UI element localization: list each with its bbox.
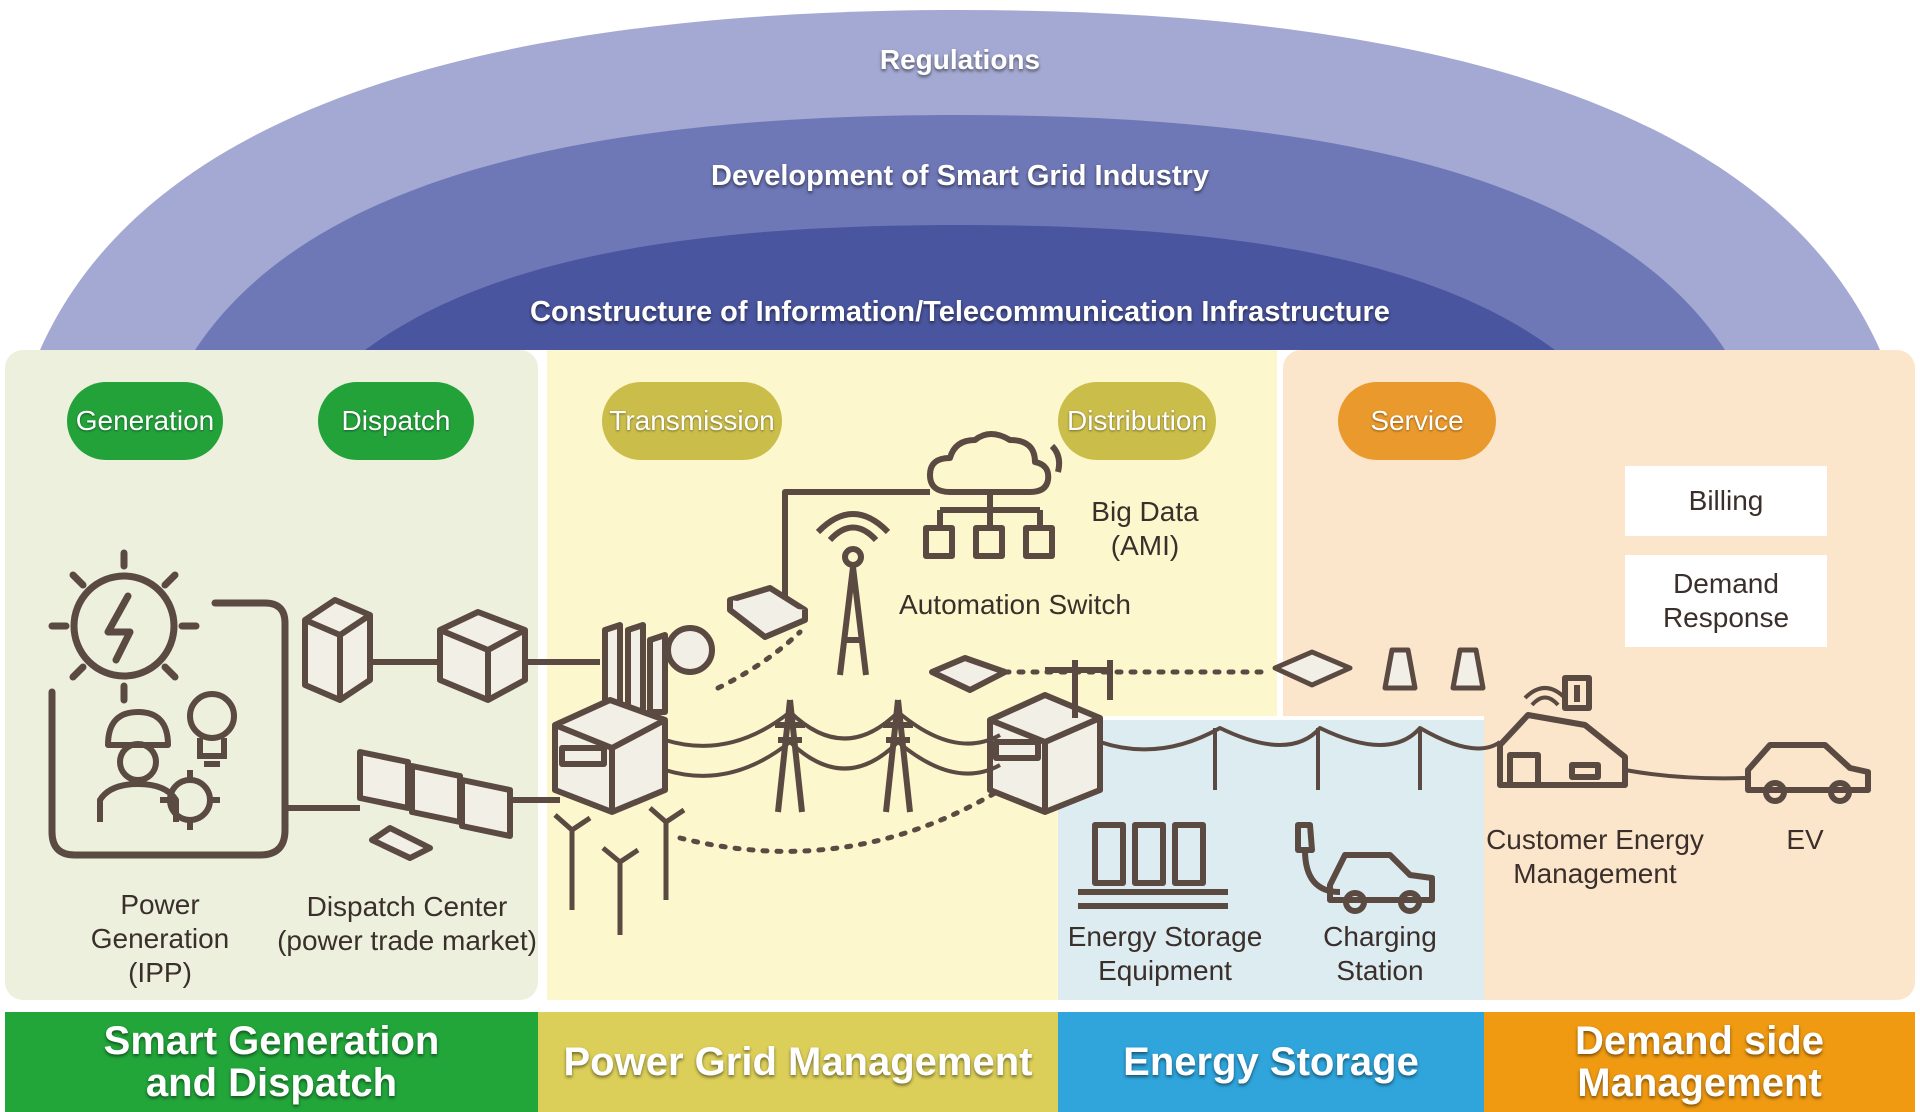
pill-service: Service <box>1338 382 1496 460</box>
band-storage-bg <box>1058 1012 1484 1112</box>
label-automation-switch: Automation Switch <box>899 589 1131 620</box>
band-energy-storage: Energy Storage <box>1123 1040 1419 1084</box>
band-generation-bg <box>5 1012 538 1112</box>
antenna-tower-icon <box>815 511 891 676</box>
panel-storage <box>1058 718 1484 1000</box>
automation-switch-device-icon <box>727 585 1008 693</box>
dispatch-monitors-icon <box>285 749 560 861</box>
label-power-generation: Power Generation (IPP) <box>90 889 230 988</box>
band-grid-bg <box>538 1012 1058 1112</box>
ev-car-icon <box>1624 742 1871 804</box>
dotted-links <box>677 629 1273 854</box>
wind-turbines-icon <box>553 806 686 935</box>
band-power-grid: Power Grid Management <box>563 1040 1033 1084</box>
charging-car-icon <box>1295 822 1435 914</box>
transmission-towers-icon <box>664 699 1502 813</box>
substation-left-icon <box>552 622 715 815</box>
label-big-data: Big Data (AMI) <box>1091 496 1199 561</box>
label-ev: EV <box>1786 824 1824 855</box>
label-charging-station: Charging Station <box>1323 921 1437 986</box>
pill-generation: Generation <box>67 382 223 460</box>
band-demand-bg <box>1484 1012 1915 1112</box>
label-customer-energy-management: Customer Energy Management <box>1486 824 1704 889</box>
demand-antennas-icon <box>1272 647 1486 691</box>
power-generation-icon <box>48 549 289 859</box>
cloud-icon <box>782 431 1063 600</box>
card-demand-response: Demand Response <box>1625 555 1827 647</box>
pill-dispatch: Dispatch <box>318 382 474 460</box>
arc-label-regulations: Regulations <box>879 44 1041 75</box>
pill-distribution: Distribution <box>1058 382 1216 460</box>
pill-transmission: Transmission <box>602 382 782 460</box>
band-smart-generation: Smart Generation and Dispatch <box>103 1019 440 1105</box>
energy-storage-icon <box>1078 822 1228 909</box>
engineer-icon <box>97 709 220 830</box>
card-billing: Billing <box>1625 466 1827 536</box>
label-energy-storage-equipment: Energy Storage Equipment <box>1067 921 1263 986</box>
band-demand-side: Demand side Management <box>1575 1019 1824 1105</box>
label-dispatch-center: Dispatch Center (power trade market) <box>277 891 537 956</box>
house-icon <box>1497 675 1628 788</box>
arc-label-infrastructure: Constructure of Information/Telecommunic… <box>530 296 1390 328</box>
lightbulb-icon <box>187 691 237 767</box>
dispatch-server-icons <box>302 597 600 703</box>
arc-label-industry: Development of Smart Grid Industry <box>711 160 1209 192</box>
arc-infrastructure <box>365 225 1555 350</box>
